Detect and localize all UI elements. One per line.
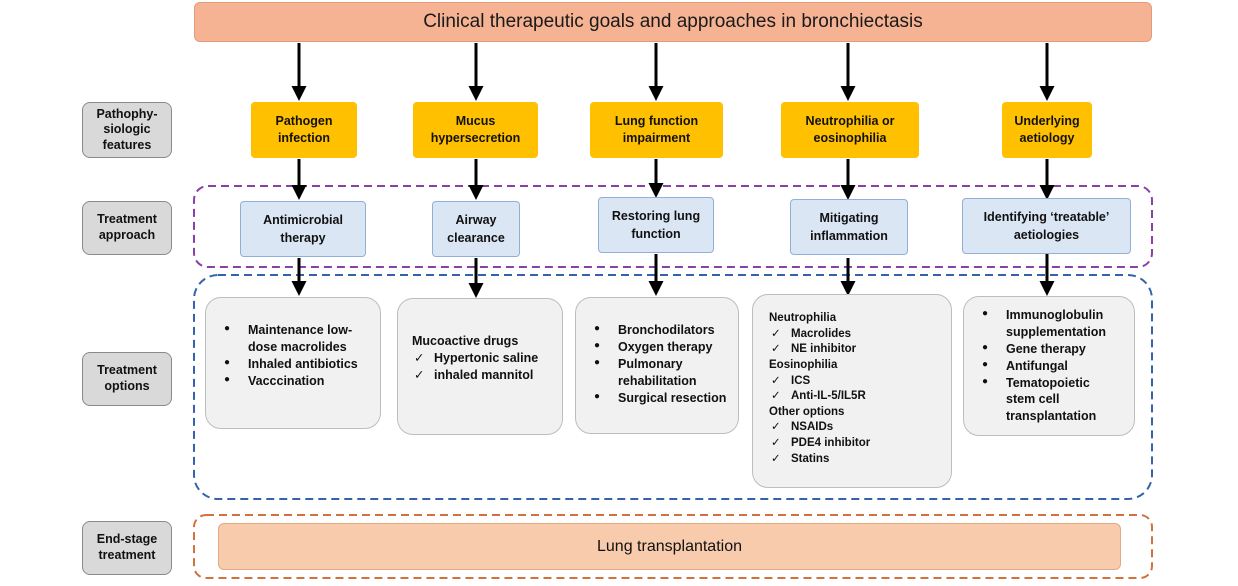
- row-label-options: Treatment options: [82, 352, 172, 406]
- option-item: Inhaled antibiotics: [220, 356, 372, 373]
- option-check-item: NSAIDs: [769, 420, 945, 436]
- option-check-item: Statins: [769, 452, 945, 468]
- row-label-end-stage: End-stage treatment: [82, 521, 172, 575]
- option-item: Pulmonary rehabilitation: [590, 356, 732, 390]
- end-stage-group-frame: [193, 514, 1153, 579]
- option-heading: Other options: [769, 405, 845, 418]
- approach-antimicrobial-therapy: Antimicrobial therapy: [240, 201, 366, 257]
- option-heading: Neutrophilia: [769, 312, 837, 324]
- option-item: Immunoglobulin supplementation: [978, 307, 1128, 341]
- row-label-approach: Treatment approach: [82, 201, 172, 255]
- diagram-title: Clinical therapeutic goals and approache…: [194, 2, 1152, 42]
- feature-neutrophilia-eosinophilia: Neutrophilia or eosinophilia: [781, 102, 919, 158]
- option-check-item: Anti-IL-5/IL5R: [769, 389, 945, 405]
- option-heading: Eosinophilia: [769, 358, 838, 371]
- option-check-item: NE inhibitor: [769, 342, 945, 358]
- end-stage-lung-transplantation: Lung transplantation: [218, 523, 1121, 570]
- feature-lung-function-impairment: Lung function impairment: [590, 102, 723, 158]
- options-antimicrobial: Maintenance low- dose macrolides Inhaled…: [205, 297, 381, 429]
- options-lung-function: Bronchodilators Oxygen therapy Pulmonary…: [575, 297, 739, 434]
- option-check-item: Hypertonic saline: [412, 350, 556, 367]
- option-check-item: ICS: [769, 374, 945, 390]
- row-label-features: Pathophy- siologic features: [82, 102, 172, 158]
- options-inflammation: Neutrophilia Macrolides NE inhibitor Eos…: [752, 294, 952, 488]
- option-item: Tematopoietic stem cell transplantation: [978, 375, 1128, 426]
- approach-group-frame: [193, 185, 1153, 268]
- options-airway-clearance: Mucoactive drugs Hypertonic saline inhal…: [397, 298, 563, 435]
- option-item: Antifungal: [978, 358, 1128, 375]
- feature-mucus-hypersecretion: Mucus hypersecretion: [413, 102, 538, 158]
- approach-restoring-lung-function: Restoring lung function: [598, 197, 714, 253]
- options-group-frame: [193, 274, 1153, 500]
- option-item: Maintenance low- dose macrolides: [220, 322, 372, 356]
- options-aetiology: Immunoglobulin supplementation Gene ther…: [963, 296, 1135, 436]
- feature-pathogen-infection: Pathogen infection: [251, 102, 357, 158]
- option-check-item: PDE4 inhibitor: [769, 436, 945, 452]
- option-item: Surgical resection: [590, 390, 732, 407]
- option-item: Oxygen therapy: [590, 339, 732, 356]
- approach-identifying-treatable-aetiologies: Identifying ‘treatable’ aetiologies: [962, 198, 1131, 254]
- approach-mitigating-inflammation: Mitigating inflammation: [790, 199, 908, 255]
- option-check-item: Macrolides: [769, 327, 945, 343]
- feature-underlying-aetiology: Underlying aetiology: [1002, 102, 1092, 158]
- option-check-item: inhaled mannitol: [412, 367, 556, 384]
- approach-airway-clearance: Airway clearance: [432, 201, 520, 257]
- option-item: Gene therapy: [978, 341, 1128, 358]
- option-item: Bronchodilators: [590, 322, 732, 339]
- option-heading: Mucoactive drugs: [412, 334, 519, 348]
- option-item: Vacccination: [220, 373, 372, 390]
